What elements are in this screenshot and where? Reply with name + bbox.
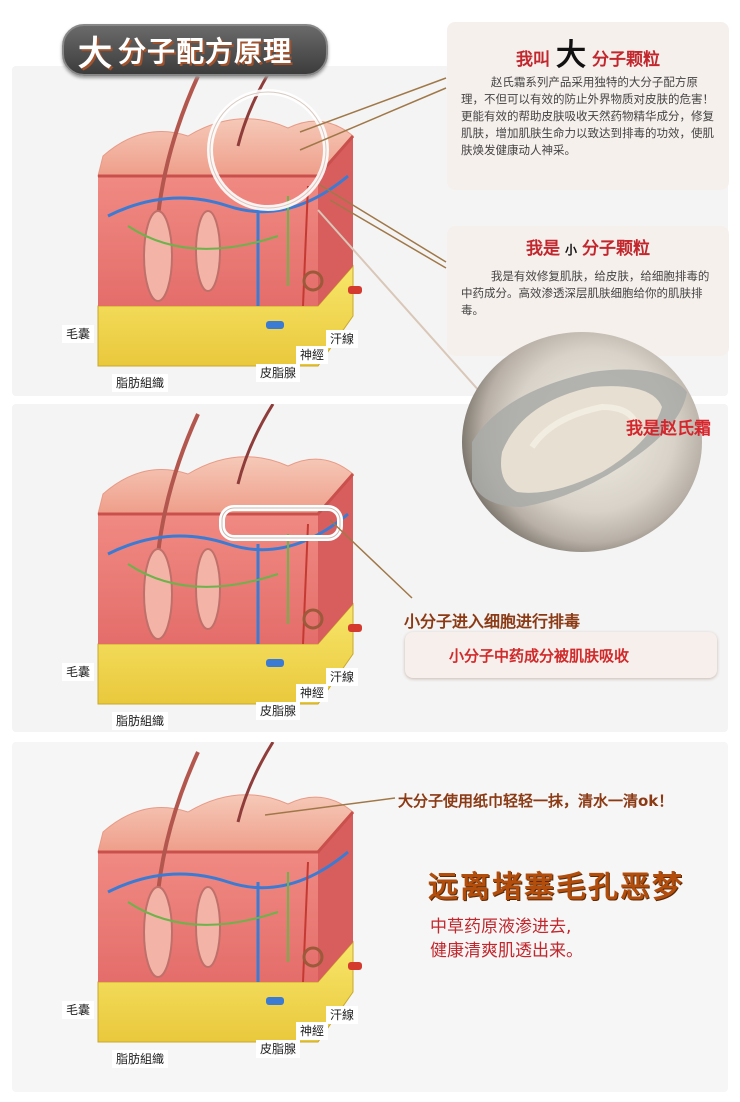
small-molecule-title: 我是小分子颗粒	[447, 234, 729, 259]
slogan: 远离堵塞毛孔恶梦	[428, 870, 684, 905]
small-molecule-body: 我是有效修复肌肤，给皮肤，给细胞排毒的中药成分。高效渗透深层肌肤细胞给你的肌肤排…	[461, 269, 710, 317]
label-nerve-2: 神經	[296, 684, 329, 702]
card2-title-suffix: 分子颗粒	[582, 239, 650, 259]
absorbed-box: 小分子中药成分被肌肤吸收	[405, 632, 717, 678]
slogan-line-1: 中草药原液渗进去,	[430, 917, 572, 937]
label-sebaceous-2: 皮脂腺	[256, 702, 301, 720]
card2-title-small: 小	[564, 243, 577, 257]
large-molecule-title: 我叫大分子颗粒	[447, 30, 729, 74]
product-label: 我是赵氏霜	[626, 419, 711, 439]
title-big-char: 大	[78, 33, 112, 74]
label-sebaceous-3: 皮脂腺	[256, 1040, 301, 1058]
label-nerve-3: 神經	[296, 1022, 329, 1040]
wipe-callout: 大分子使用纸巾轻轻一抹，清水一清ok！	[398, 792, 674, 810]
skin-diagram-2	[48, 403, 378, 728]
skin-diagram-3	[48, 741, 378, 1066]
label-fat: 脂肪組織	[112, 374, 169, 392]
card1-title-prefix: 我叫	[516, 50, 550, 70]
label-follicle-2: 毛囊	[62, 663, 95, 681]
large-molecule-body: 赵氏霜系列产品采用独特的大分子配方原理，不但可以有效的防止外界物质对皮肤的危害！…	[461, 75, 714, 157]
large-molecule-card: 我叫大分子颗粒 赵氏霜系列产品采用独特的大分子配方原理，不但可以有效的防止外界物…	[447, 22, 729, 190]
title-text: 分子配方原理	[118, 35, 293, 68]
card1-title-big: 大	[556, 38, 586, 73]
label-nerve: 神經	[296, 346, 329, 364]
label-sweat-3: 汗線	[326, 1006, 359, 1024]
label-sebaceous: 皮脂腺	[256, 364, 301, 382]
label-follicle-3: 毛囊	[62, 1001, 95, 1019]
card2-title-prefix: 我是	[525, 239, 560, 259]
label-sweat: 汗線	[326, 330, 359, 348]
card1-title-suffix: 分子颗粒	[592, 50, 660, 70]
cream-spoon-image	[462, 332, 702, 552]
label-follicle: 毛囊	[62, 325, 95, 343]
label-sweat-2: 汗線	[326, 668, 359, 686]
absorbed-text: 小分子中药成分被肌肤吸收	[449, 647, 630, 665]
slogan-line-2: 健康清爽肌透出来。	[430, 941, 583, 961]
label-fat-3: 脂肪組織	[112, 1050, 169, 1068]
small-molecule-callout: 小分子进入细胞进行排毒	[404, 612, 581, 631]
page-title-banner: 大 分子配方原理	[62, 24, 328, 76]
label-fat-2: 脂肪組織	[112, 712, 169, 730]
